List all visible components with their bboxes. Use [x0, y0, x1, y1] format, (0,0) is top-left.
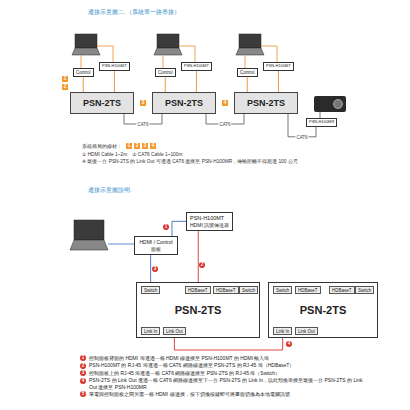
- cable-label: CAT6: [218, 122, 231, 127]
- callout-number: 2: [62, 84, 68, 90]
- connector: [278, 71, 279, 92]
- node-text: PSN-2TS: [300, 304, 346, 316]
- node-text: HDBaseT: [332, 288, 352, 293]
- list-number: 2: [80, 363, 86, 369]
- control-box: Control: [155, 68, 176, 77]
- switch-unit: PSN-2TS Switch HDBaseT HDBaseT SwitchLink In…: [136, 282, 260, 338]
- port-label: Link Out: [163, 327, 186, 335]
- hdmi-wire: [81, 46, 320, 244]
- control-panel: HDMI / Control面板: [134, 236, 178, 255]
- callout-number: 4: [286, 341, 292, 347]
- transmitter-box: PSN-H100MTHDMI 訊號傳送器: [186, 212, 233, 231]
- node-text: Switch: [242, 288, 255, 293]
- callout-number: 1: [163, 224, 169, 230]
- node-text: HDBaseT: [216, 288, 236, 293]
- node-text: 面板: [138, 246, 174, 253]
- node-text: HDBaseT: [188, 288, 208, 293]
- section-heading: 連接示意圖二.（系統單一路串接）: [88, 8, 180, 17]
- node-text: PSN-H100MT: [184, 64, 209, 69]
- node-text: Switch: [276, 288, 289, 293]
- switch-unit: PSN-2TS: [234, 92, 298, 114]
- node-text: Control: [240, 70, 255, 75]
- node-text: PSN-H100MT: [190, 215, 229, 222]
- cable-label: CAT6: [136, 122, 149, 127]
- projector-icon: [314, 96, 346, 112]
- note-text: ① HDMI Cable 1~2m ② CAT6 Cable 1~100m: [82, 151, 182, 157]
- node-text: Control: [76, 70, 91, 75]
- connector: [165, 77, 166, 92]
- node-text: Link Out: [166, 329, 183, 334]
- list-text: 控制面板上的 RJ-45 埠透過一條 CAT6 網路線連接至 PSN-2TS 的…: [89, 370, 364, 376]
- connector: [172, 221, 186, 236]
- laptop-icon: [70, 34, 264, 250]
- list-text: 筆電與控制面板之間另需一條 HDMI 線連接，按下切換按鍵即可將畫面切換為本地電…: [89, 391, 364, 397]
- port-label: Switch: [273, 286, 292, 294]
- callout-number: 3: [142, 143, 148, 149]
- node-text: PSN-H100MT: [102, 64, 127, 69]
- callout-number: 2: [199, 262, 205, 268]
- node-text: PSN-2TS: [247, 98, 285, 108]
- transmitter-box: PSN-H100MT: [99, 62, 130, 71]
- node-text: Link In: [276, 329, 289, 334]
- switch-unit: PSN-2TS: [152, 92, 216, 114]
- node-text: PSN-2TS: [175, 304, 221, 316]
- connector: [114, 71, 115, 92]
- connector: [83, 77, 84, 92]
- node-text: PSN-H100MR: [309, 120, 334, 125]
- port-label: Link Out: [295, 327, 318, 335]
- callout-number: 1: [126, 143, 132, 149]
- node-text: Link In: [144, 329, 157, 334]
- node-text: Link Out: [298, 329, 315, 334]
- list-text: 控制面板背面的 HDMI 埠透過一條 HDMI 線連接至 PSN-H100MT …: [89, 355, 364, 361]
- list-text: PSN-H100MT 的 RJ-45 埠透過一條 CAT6 網路線連接至 PSN…: [89, 362, 364, 368]
- node-text: HDBaseT: [298, 288, 318, 293]
- section-heading: 連接示意圖說明.: [88, 186, 132, 195]
- switch-unit: PSN-2TS: [70, 92, 134, 114]
- transmitter-box: PSN-H100MT: [181, 62, 212, 71]
- control-box: Control: [73, 68, 94, 77]
- port-label: Link In: [273, 327, 292, 335]
- note-text: 系統佈局的線材：: [82, 143, 122, 149]
- node-text: Switch: [144, 288, 157, 293]
- port-label: HDBaseT: [213, 286, 239, 294]
- port-label: HDBaseT: [185, 286, 211, 294]
- list-number: 1: [80, 355, 86, 361]
- cable-label: CAT6: [295, 134, 308, 139]
- callout-number: 1: [62, 76, 68, 82]
- list-number: 3: [80, 370, 86, 376]
- callout-number: 3: [140, 100, 146, 106]
- port-label: Switch: [239, 286, 258, 294]
- switch-unit: PSN-2TS Switch HDBaseT HDBaseT SwitchLink In…: [268, 282, 378, 338]
- receiver-box: PSN-H100MR: [306, 118, 337, 127]
- port-label: Switch: [355, 286, 374, 294]
- node-text: HDMI 訊號傳送器: [190, 222, 229, 229]
- list-number: 5: [80, 391, 86, 397]
- node-text: HDMI / Control: [138, 239, 174, 246]
- list-text: PSN-2TS 的 Link Out 透過一條 CAT6 網路線連接至下一台 P…: [89, 377, 364, 390]
- callout-number: 3: [152, 266, 158, 272]
- connector: [196, 71, 197, 92]
- control-box: Control: [237, 68, 258, 77]
- transmitter-box: PSN-H100MT: [263, 62, 294, 71]
- note-text: ※ 最後一台 PSN-2TS 的 Link Out 可透過 CAT6 連接至 P…: [82, 158, 362, 164]
- node-text: PSN-2TS: [165, 98, 203, 108]
- node-text: PSN-H100MT: [266, 64, 291, 69]
- node-text: PSN-2TS: [83, 98, 121, 108]
- port-label: Link In: [141, 327, 160, 335]
- callout-number: 2: [134, 143, 140, 149]
- connector: [247, 77, 248, 92]
- connector: [198, 231, 199, 286]
- node-text: Control: [158, 70, 173, 75]
- port-label: HDBaseT: [329, 286, 355, 294]
- port-label: HDBaseT: [295, 286, 321, 294]
- node-text: Switch: [358, 288, 371, 293]
- callout-number: 4: [150, 143, 156, 149]
- list-number: 4: [80, 378, 86, 384]
- callout-number: 4: [222, 100, 228, 106]
- port-label: Switch: [141, 286, 160, 294]
